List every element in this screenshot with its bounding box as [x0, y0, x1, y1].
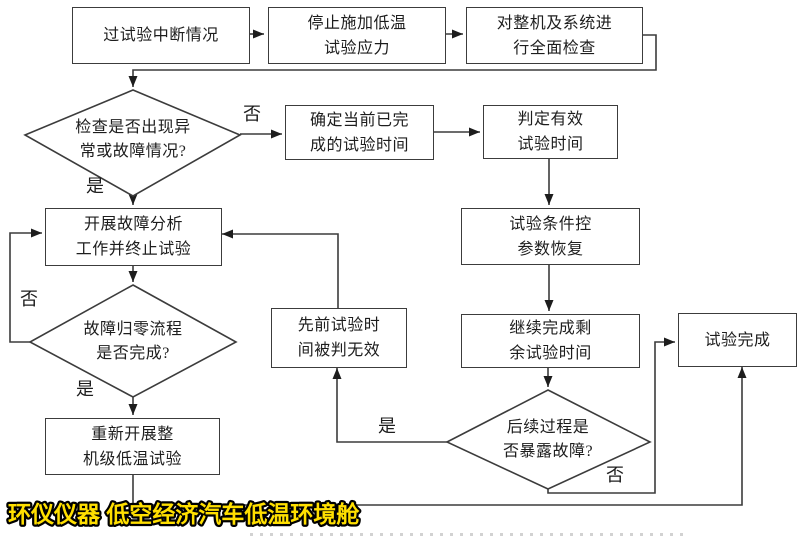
process-box-label: 过试验中断情况 [103, 27, 219, 44]
branch-label-check-no: 否 [243, 104, 261, 124]
process-box-label: 先前试验时 [297, 317, 381, 334]
connector-invalid-to-analysis [222, 229, 339, 308]
decision-label: 是否完成? [96, 345, 170, 362]
process-box-label: 成的试验时间 [309, 136, 409, 154]
branch-label-zeroing-yes: 是 [76, 379, 94, 399]
decision-check-abnormal-shape [23, 89, 242, 197]
branch-label-expose-yes: 是 [378, 416, 396, 436]
decision-expose-fault-shape [445, 389, 652, 490]
process-box-label: 对整机及系统进 [496, 14, 613, 32]
process-box-label: 机级低温试验 [82, 450, 182, 468]
process-box-valid-time: 判定有效 试验时间 [483, 105, 618, 159]
process-box-label: 行全面检查 [513, 39, 596, 57]
connector-expose-no-to-complete [547, 337, 675, 494]
decision-label: 常或故障情况? [79, 143, 187, 160]
decision-label: 否暴露故障? [502, 443, 594, 460]
decision-fault-zeroing-shape [28, 284, 238, 398]
process-box-label: 试验应力 [323, 39, 390, 57]
process-box-label: 试验条件控 [509, 215, 592, 233]
process-box-interrupt: 过试验中断情况 [72, 7, 250, 64]
branch-label-zeroing-no: 否 [20, 289, 38, 309]
watermark-banner: 环仪仪器 低空经济汽车低温环境舱 [6, 499, 363, 530]
process-box-label: 工作并终止试验 [75, 241, 192, 258]
decision-label: 后续过程是 [506, 419, 590, 436]
decision-expose-fault-text: 后续过程是 否暴露故障? [455, 416, 641, 464]
process-box-label: 余试验时间 [509, 345, 592, 362]
process-box-restart: 重新开展整 机级低温试验 [45, 418, 220, 475]
connector-zeroing-no-to-analysis [9, 228, 42, 343]
branch-label-expose-no: 否 [606, 465, 624, 485]
process-box-stop-stress: 停止施加低温 试验应力 [268, 7, 446, 64]
process-box-restore: 试验条件控 参数恢复 [461, 208, 640, 265]
connector-restart-to-complete [132, 367, 747, 506]
process-box-label: 试验时间 [517, 136, 584, 153]
process-box-continue-test: 继续完成剩 余试验时间 [461, 314, 640, 368]
process-box-fault-analysis: 开展故障分析 工作并终止试验 [45, 208, 222, 266]
process-box-complete: 试验完成 [678, 313, 797, 367]
decision-label: 故障归零流程 [83, 321, 183, 338]
watermark-banner-text: 环仪仪器 低空经济汽车低温环境舱 [8, 501, 360, 527]
decision-check-abnormal-text: 检查是否出现异 常或故障情况? [35, 116, 231, 164]
process-box-invalid-time: 先前试验时 间被判无效 [271, 308, 407, 368]
process-box-label: 开展故障分析 [83, 216, 183, 233]
decision-label: 检查是否出现异 [75, 119, 191, 136]
connector-inspect-to-check [128, 34, 657, 87]
connector-expose-yes-to-invalid [332, 368, 447, 443]
decision-fault-zeroing-text: 故障归零流程 是否完成? [40, 318, 226, 366]
process-box-label: 停止施加低温 [307, 14, 407, 32]
process-box-label: 间被判无效 [297, 342, 381, 359]
cropped-caption-remnant [250, 533, 690, 536]
process-box-label: 判定有效 [517, 111, 584, 128]
process-box-inspect: 对整机及系统进 行全面检查 [466, 7, 643, 64]
process-box-label: 重新开展整 [91, 425, 174, 443]
process-box-label: 参数恢复 [517, 240, 584, 258]
process-box-label: 确定当前已完 [309, 111, 409, 129]
process-box-label: 继续完成剩 [509, 320, 592, 337]
process-box-label: 试验完成 [704, 331, 771, 349]
branch-label-check-yes: 是 [86, 176, 104, 196]
process-box-confirm-time: 确定当前已完 成的试验时间 [285, 105, 434, 160]
